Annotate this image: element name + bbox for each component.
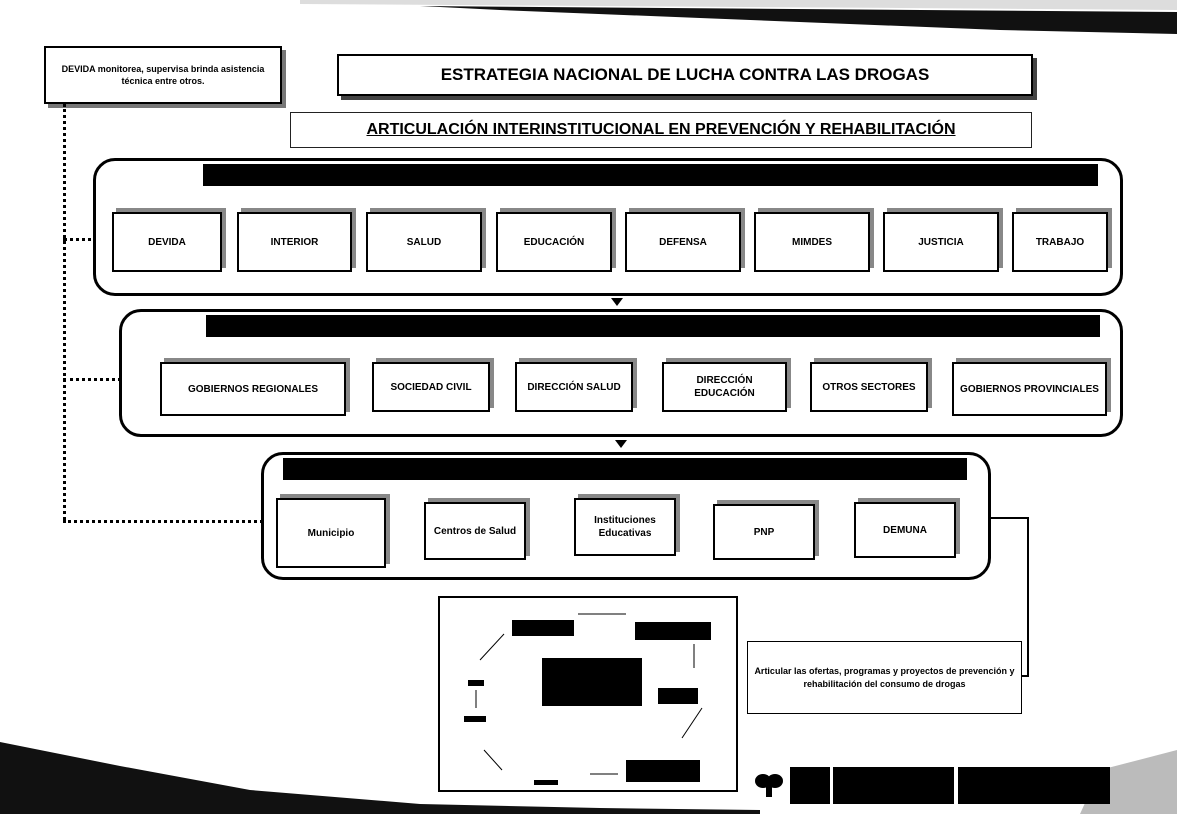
- box-sociedad-civil: SOCIEDAD CIVIL: [372, 362, 490, 412]
- box-trabajo: TRABAJO: [1012, 212, 1108, 272]
- box-mimdes: MIMDES: [754, 212, 870, 272]
- level-national-header-bar: [203, 164, 1098, 186]
- connector-h-top: [991, 517, 1029, 519]
- cycle-block-2: [635, 622, 711, 640]
- box-gobiernos-regionales: GOBIERNOS REGIONALES: [160, 362, 346, 416]
- devida-note: DEVIDA monitorea, supervisa brinda asist…: [44, 46, 282, 104]
- outcome-box: Articular las ofertas, programas y proye…: [747, 641, 1022, 714]
- scan-edge-top: [300, 0, 1177, 34]
- box-instituciones-educativas: Instituciones Educativas: [574, 498, 676, 556]
- box-defensa: DEFENSA: [625, 212, 741, 272]
- level-regional-header-bar: [206, 315, 1100, 337]
- cycle-center-block: [542, 658, 642, 706]
- cycle-block-3: [658, 688, 698, 704]
- connector-v: [1027, 517, 1029, 677]
- box-municipio: Municipio: [276, 498, 386, 568]
- dotted-connector-vertical: [63, 104, 66, 520]
- dotted-connector-level3: [63, 520, 275, 523]
- connector-h-bottom: [1022, 675, 1029, 677]
- box-salud: SALUD: [366, 212, 482, 272]
- level-local-header-bar: [283, 458, 967, 480]
- box-direccion-educacion: DIRECCIÓN EDUCACIÓN: [662, 362, 787, 412]
- box-educacion: EDUCACIÓN: [496, 212, 612, 272]
- box-devida: DEVIDA: [112, 212, 222, 272]
- cycle-arrows: [475, 613, 703, 775]
- box-gobiernos-provinciales: GOBIERNOS PROVINCIALES: [952, 362, 1107, 416]
- cycle-diagram: [438, 596, 738, 792]
- cycle-block-7: [534, 780, 558, 785]
- box-otros-sectores: OTROS SECTORES: [810, 362, 928, 412]
- box-direccion-salud: DIRECCIÓN SALUD: [515, 362, 633, 412]
- arrow-down-1: [611, 298, 623, 306]
- box-pnp: PNP: [713, 504, 815, 560]
- cycle-block-4: [626, 760, 700, 782]
- cycle-block-5: [468, 680, 484, 686]
- box-interior: INTERIOR: [237, 212, 352, 272]
- box-demuna: DEMUNA: [854, 502, 956, 558]
- dotted-connector-level2: [63, 378, 121, 381]
- arrow-down-2: [615, 440, 627, 448]
- cycle-block-1: [512, 620, 574, 636]
- footer-bar-1: [790, 767, 830, 804]
- box-justicia: JUSTICIA: [883, 212, 999, 272]
- institution-logo-icon: [755, 774, 783, 797]
- footer-bar-3: [958, 767, 1110, 804]
- box-centros-de-salud: Centros de Salud: [424, 502, 526, 560]
- subtitle: ARTICULACIÓN INTERINSTITUCIONAL EN PREVE…: [290, 112, 1032, 148]
- main-title: ESTRATEGIA NACIONAL DE LUCHA CONTRA LAS …: [337, 54, 1033, 96]
- dotted-connector-level1: [63, 238, 111, 241]
- cycle-block-6: [464, 716, 486, 722]
- footer-bar-2: [833, 767, 954, 804]
